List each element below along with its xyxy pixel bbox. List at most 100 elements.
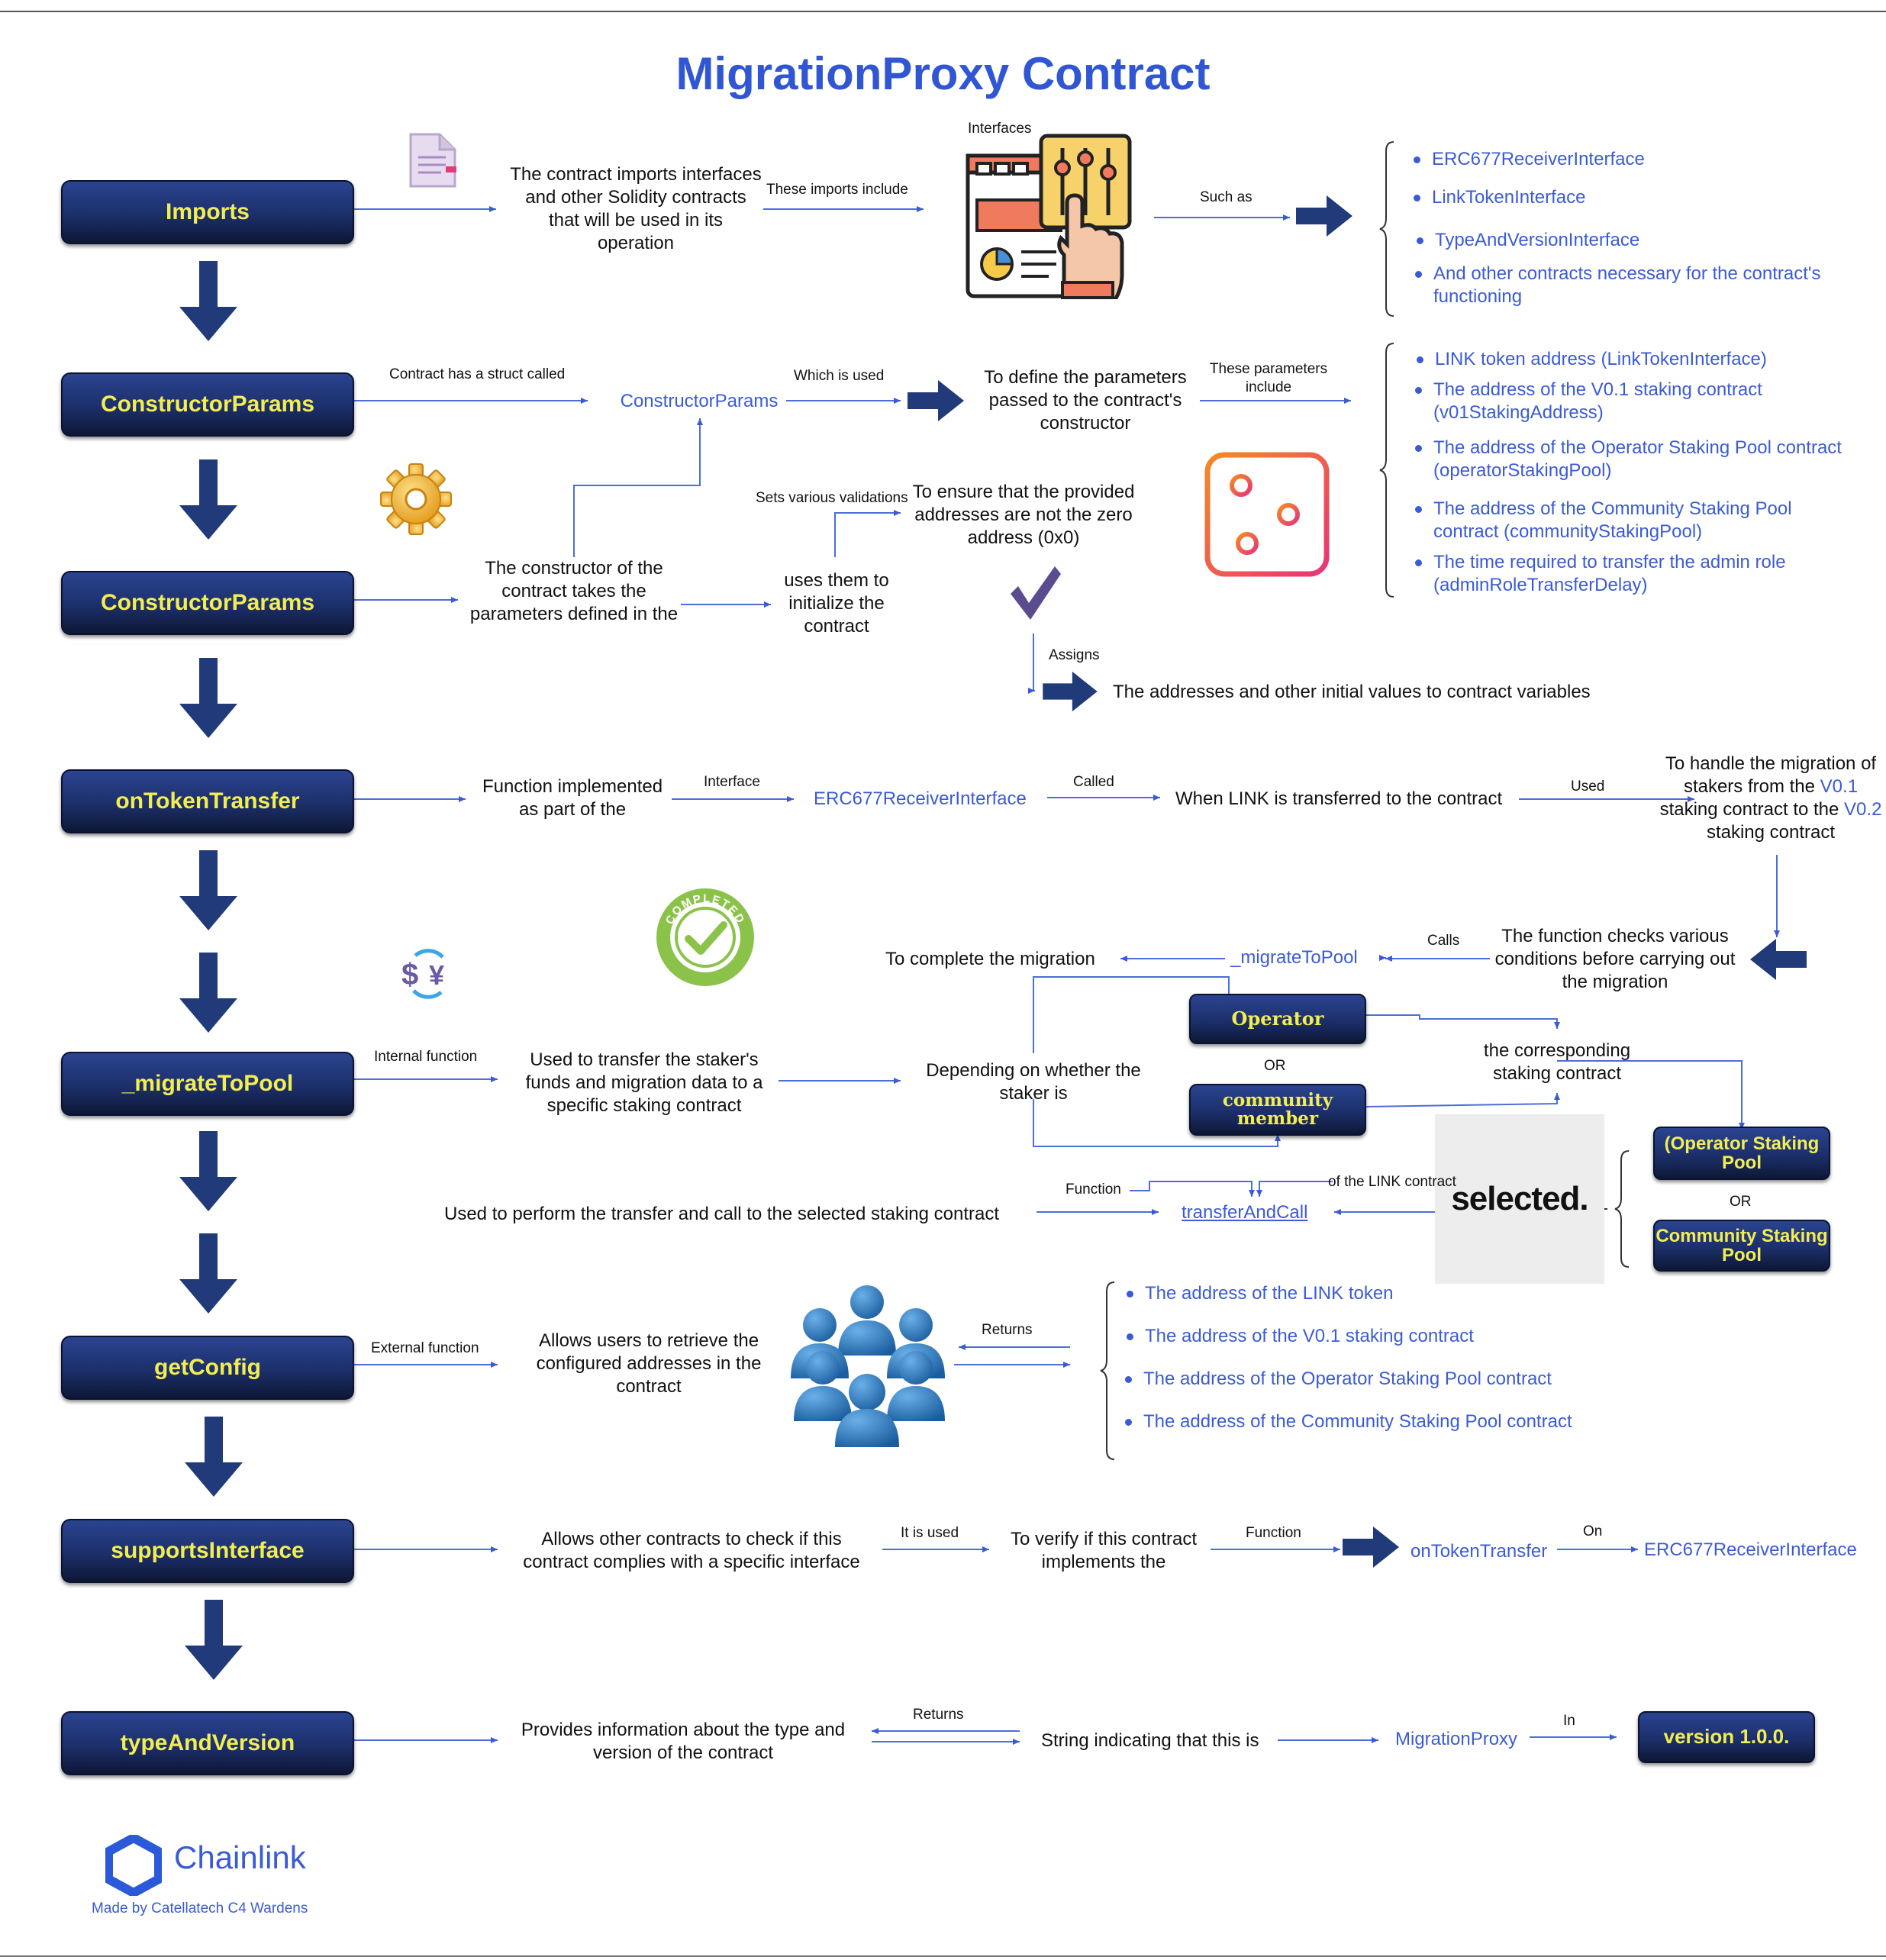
- param-list-item: LINK token address (LinkTokenInterface): [1417, 349, 1767, 369]
- imports-description: The contract imports interfaces and othe…: [510, 164, 762, 253]
- completed-badge-icon: COMPLETED: [656, 888, 754, 986]
- import-list-item: TypeAndVersionInterface: [1416, 230, 1640, 250]
- edge-function-supports: Function: [1246, 1525, 1301, 1541]
- depending-on-staker: Depending on whether the staker is: [926, 1060, 1141, 1104]
- erc677-interface-link[interactable]: ERC677ReceiverInterface: [814, 788, 1027, 809]
- section-migrate-to-pool[interactable]: _migrateToPool: [61, 1052, 354, 1116]
- constructor-description: The constructor of the contract takes th…: [469, 558, 679, 624]
- down-arrow-icon: [179, 459, 237, 540]
- edge-such-as: Such as: [1200, 189, 1252, 205]
- param-list-item: The time required to transfer the admin …: [1415, 551, 1800, 597]
- currency-exchange-icon: $ ¥: [401, 949, 444, 999]
- page-title: MigrationProxy Contract: [675, 48, 1211, 99]
- import-list-item: And other contracts necessary for the co…: [1415, 263, 1861, 308]
- down-arrow-icon: [179, 1233, 237, 1314]
- right-arrow-icon: [1043, 671, 1098, 712]
- edge-returns: Returns: [982, 1322, 1033, 1338]
- handle-pre: To handle the migration of stakers from …: [1665, 753, 1877, 797]
- constructor-purpose: To define the parameters passed to the c…: [984, 367, 1187, 434]
- param-list-item: The address of the V0.1 staking contract…: [1415, 379, 1815, 424]
- chainlink-brand: Chainlink: [174, 1839, 306, 1875]
- to-complete-migration: To complete the migration: [885, 949, 1095, 969]
- right-arrow-icon: [908, 380, 964, 421]
- config-list-item: The address of the V0.1 staking contract: [1127, 1326, 1474, 1346]
- svg-text:$: $: [401, 958, 418, 991]
- migrate-to-pool-link[interactable]: _migrateToPool: [1230, 947, 1358, 968]
- down-arrow-icon: [185, 1600, 243, 1680]
- section-constructor-params-1[interactable]: ConstructorParams: [61, 372, 354, 437]
- chainlink-logo-icon: [105, 1835, 162, 1896]
- verify-implements: To verify if this contract implements th…: [1010, 1529, 1198, 1572]
- corresponding-staking-contract: the corresponding staking contract: [1483, 1040, 1631, 1084]
- get-config-description: Allows users to retrieve the configured …: [536, 1330, 762, 1397]
- operator-box[interactable]: Operator: [1189, 994, 1366, 1044]
- when-link-transferred: When LINK is transferred to the contract: [1175, 788, 1503, 809]
- down-arrow-icon: [179, 1131, 237, 1211]
- import-list-item: LinkTokenInterface: [1413, 187, 1586, 208]
- param-list-item: The address of the Community Staking Poo…: [1415, 498, 1800, 543]
- down-arrow-icon: [179, 850, 237, 930]
- edge-of-link-contract: of the LINK contract: [1328, 1174, 1456, 1190]
- section-imports[interactable]: Imports: [61, 180, 354, 244]
- interfaces-label: Interfaces: [968, 121, 1032, 137]
- struct-name-link[interactable]: ConstructorParams: [620, 391, 779, 411]
- interfaces-dashboard-icon: [966, 134, 1132, 299]
- supports-interface-description: Allows other contracts to check if this …: [523, 1529, 860, 1572]
- section-supports-interface[interactable]: supportsInterface: [61, 1519, 354, 1583]
- edge-calls: Calls: [1427, 933, 1460, 949]
- transfer-and-call-link[interactable]: transferAndCall: [1182, 1202, 1308, 1223]
- svg-text:¥: ¥: [429, 959, 444, 991]
- import-list-item: ERC677ReceiverInterface: [1414, 149, 1645, 169]
- right-arrow-icon: [1296, 195, 1352, 237]
- edge-internal-function: Internal function: [374, 1049, 478, 1065]
- community-member-box[interactable]: community member: [1189, 1084, 1366, 1136]
- checkmark-icon: [1011, 566, 1061, 620]
- section-on-token-transfer[interactable]: onTokenTransfer: [61, 769, 354, 833]
- edge-these-imports-include: These imports include: [766, 182, 908, 198]
- operator-staking-pool-box[interactable]: (Operator Staking Pool: [1653, 1127, 1830, 1180]
- edge-function: Function: [1066, 1181, 1121, 1198]
- down-arrow-icon: [179, 953, 237, 1033]
- section-constructor-params-2[interactable]: ConstructorParams: [61, 571, 354, 635]
- settings-sliders-icon: [1204, 452, 1330, 577]
- credit-text: Made by Catellatech C4 Wardens: [92, 1900, 308, 1916]
- v01-link: V0.1: [1820, 776, 1859, 797]
- version-box[interactable]: version 1.0.0.: [1638, 1711, 1815, 1763]
- config-list-item: The address of the Operator Staking Pool…: [1125, 1368, 1552, 1389]
- migration-proxy-name[interactable]: MigrationProxy: [1395, 1729, 1518, 1749]
- bottom-rule: [0, 1955, 1886, 1957]
- edge-sets-validations: Sets various validations: [756, 490, 908, 506]
- config-list-item: The address of the Community Staking Poo…: [1125, 1411, 1572, 1432]
- config-list-item: The address of the LINK token: [1127, 1283, 1394, 1304]
- on-token-transfer-link[interactable]: onTokenTransfer: [1410, 1541, 1548, 1562]
- gear-icon: [380, 463, 452, 535]
- edge-assigns: Assigns: [1049, 647, 1100, 663]
- or-label-pool: OR: [1730, 1194, 1752, 1210]
- down-arrow-icon: [179, 658, 237, 738]
- on-token-transfer-description: Function implemented as part of the: [482, 776, 663, 820]
- selected-logo-text: selected.: [1451, 1180, 1588, 1217]
- users-group-icon: [791, 1285, 945, 1447]
- right-arrow-icon: [1343, 1526, 1399, 1568]
- type-and-version-description: Provides information about the type and …: [521, 1720, 846, 1763]
- handle-migration: To handle the migration of stakers from …: [1658, 753, 1884, 844]
- left-arrow-icon: [1750, 939, 1807, 980]
- migrate-description: Used to transfer the staker's funds and …: [525, 1049, 763, 1116]
- edge-used: Used: [1571, 779, 1605, 795]
- transfer-description: Used to perform the transfer and call to…: [444, 1204, 1000, 1224]
- selected-logo: selected.: [1435, 1114, 1604, 1284]
- edge-parameters-include: These parameters include: [1209, 361, 1328, 395]
- edge-returns-version: Returns: [913, 1707, 964, 1723]
- down-arrow-icon: [185, 1417, 243, 1497]
- section-get-config[interactable]: getConfig: [61, 1336, 354, 1400]
- edge-interface: Interface: [704, 774, 760, 790]
- section-type-and-version[interactable]: typeAndVersion: [61, 1711, 354, 1775]
- erc677-interface-target[interactable]: ERC677ReceiverInterface: [1644, 1539, 1857, 1560]
- community-staking-pool-box[interactable]: Community Staking Pool: [1653, 1220, 1830, 1272]
- handle-mid: staking contract to the: [1659, 799, 1839, 820]
- or-label: OR: [1264, 1058, 1286, 1074]
- edge-external-function: External function: [371, 1340, 479, 1356]
- down-arrow-icon: [179, 261, 237, 341]
- handle-post: staking contract: [1706, 822, 1836, 843]
